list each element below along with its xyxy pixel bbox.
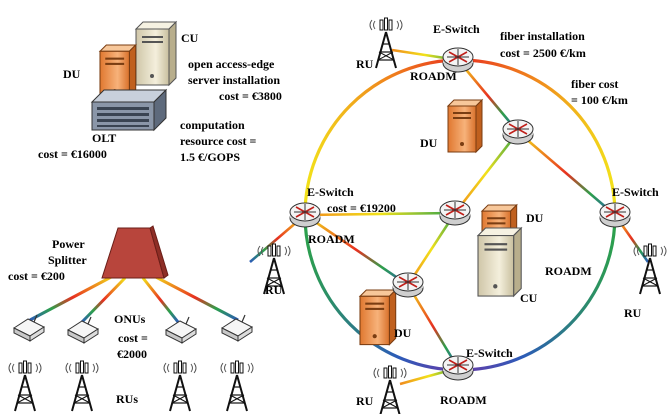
du-server-mid-icon	[447, 99, 483, 153]
splitter-label-line1: Power	[52, 237, 85, 251]
antenna-tower-icon	[65, 360, 99, 412]
mesh-links	[249, 48, 650, 386]
antenna-tower-icon	[220, 360, 254, 412]
du-label-bottom: DU	[394, 326, 412, 340]
ru-label-right: RU	[624, 306, 642, 320]
onus-label: ONUs	[114, 312, 146, 326]
cu-server-left-icon	[135, 21, 177, 86]
onu-cost-line2: €2000	[117, 347, 147, 361]
antenna-tower-icon	[8, 360, 42, 412]
du-label-left: DU	[63, 67, 81, 81]
olt-rack-icon	[90, 88, 168, 132]
roadm-label-bottom: ROADM	[440, 393, 487, 407]
eswitch-label-top: E-Switch	[433, 22, 480, 36]
eswitch-label-left: E-Switch	[307, 185, 354, 199]
olt-label: OLT	[92, 131, 116, 145]
onu-cost-line1: cost =	[118, 331, 148, 345]
onu-icon	[165, 316, 197, 344]
router-icon	[289, 202, 321, 228]
eswitch-cost: cost = €19200	[327, 201, 396, 215]
eswitch-label-right: E-Switch	[612, 185, 659, 199]
antenna-tower-icon	[369, 17, 403, 69]
roadm-label-right: ROADM	[545, 264, 592, 278]
du-server-bottom-icon	[359, 289, 397, 346]
router-icon	[599, 202, 631, 228]
antenna-tower-icon	[633, 243, 667, 295]
pon-links	[29, 150, 239, 324]
computation-line2: resource cost =	[180, 134, 257, 148]
splitter-cost: cost = €200	[8, 269, 65, 283]
cu-server-right-icon	[477, 227, 522, 297]
fiber-cost-line2: = 100 €/km	[571, 93, 628, 107]
ru-label-bottom: RU	[356, 394, 374, 408]
du-label-mid: DU	[420, 136, 438, 150]
ru-label-left: RU	[265, 283, 283, 297]
eswitch-label-bottom: E-Switch	[466, 346, 513, 360]
du-label-right: DU	[526, 211, 544, 225]
splitter-label-line2: Splitter	[48, 253, 87, 267]
router-icon	[502, 119, 534, 145]
server-install-line1: open access-edge	[188, 57, 275, 71]
rus-label: RUs	[116, 392, 138, 406]
router-icon	[392, 272, 424, 298]
fiber-cost-line1: fiber cost	[571, 77, 618, 91]
server-install-line2: server installation	[188, 73, 280, 87]
roadm-label-top: ROADM	[410, 69, 457, 83]
fiber-install-cost: cost = 2500 €/km	[500, 46, 586, 60]
computation-line1: computation	[180, 118, 245, 132]
cu-label-right: CU	[520, 291, 538, 305]
cu-label-left: CU	[181, 31, 199, 45]
onu-icon	[13, 314, 45, 342]
olt-cost: cost = €16000	[38, 147, 107, 161]
server-install-cost: cost = €3800	[219, 89, 282, 103]
antenna-tower-icon	[373, 365, 407, 414]
antenna-tower-icon	[163, 360, 197, 412]
power-splitter-icon	[101, 225, 169, 279]
computation-cost: 1.5 €/GOPS	[180, 150, 240, 164]
fiber-install-line1: fiber installation	[500, 29, 585, 43]
ru-label-top: RU	[356, 57, 374, 71]
roadm-label-left: ROADM	[308, 232, 355, 246]
router-icon	[439, 200, 471, 226]
